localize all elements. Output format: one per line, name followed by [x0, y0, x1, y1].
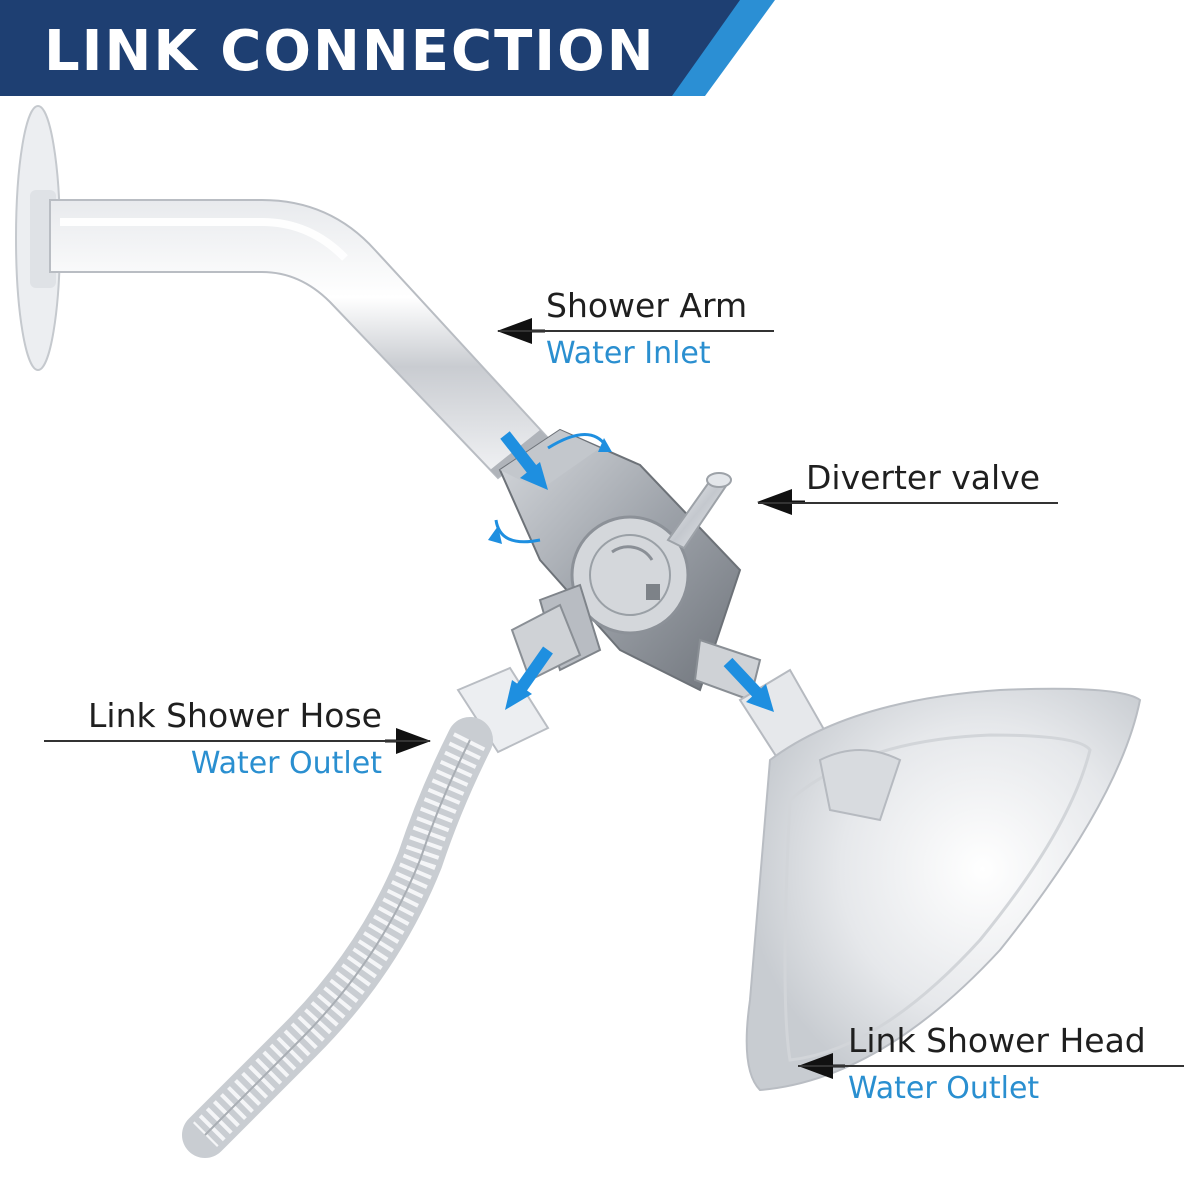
head-label: Link Shower Head Water Outlet — [848, 1021, 1146, 1108]
head-flow-arrow — [723, 657, 774, 712]
head-subtitle: Water Outlet — [848, 1071, 1040, 1106]
shower-arm-label: Shower Arm Water Inlet — [546, 286, 747, 373]
left-thread — [510, 583, 602, 682]
shower-arm-rule — [498, 330, 774, 332]
diverter-label: Diverter valve — [806, 458, 1040, 498]
shower-hose — [182, 717, 493, 1158]
banner-background — [0, 0, 775, 96]
inlet-flow-arrow — [500, 431, 548, 490]
hose-subtitle: Water Outlet — [190, 746, 382, 781]
shower-arm — [49, 199, 550, 480]
head-rule — [798, 1065, 1184, 1067]
rotation-arrows — [488, 433, 612, 544]
hose-title: Link Shower Hose — [88, 696, 382, 735]
shower-arm-title: Shower Arm — [546, 286, 748, 325]
hose-flow-arrow — [505, 646, 553, 710]
hose-label: Link Shower Hose Water Outlet — [60, 696, 382, 783]
diverter-lever — [666, 472, 732, 550]
hose-rule — [44, 740, 430, 742]
diverter-title: Diverter valve — [806, 458, 1041, 497]
shower-arm-subtitle: Water Inlet — [546, 336, 711, 371]
banner-title: LINK CONNECTION — [44, 19, 656, 84]
head-title: Link Shower Head — [848, 1021, 1146, 1060]
diverter-rule — [758, 502, 1058, 504]
